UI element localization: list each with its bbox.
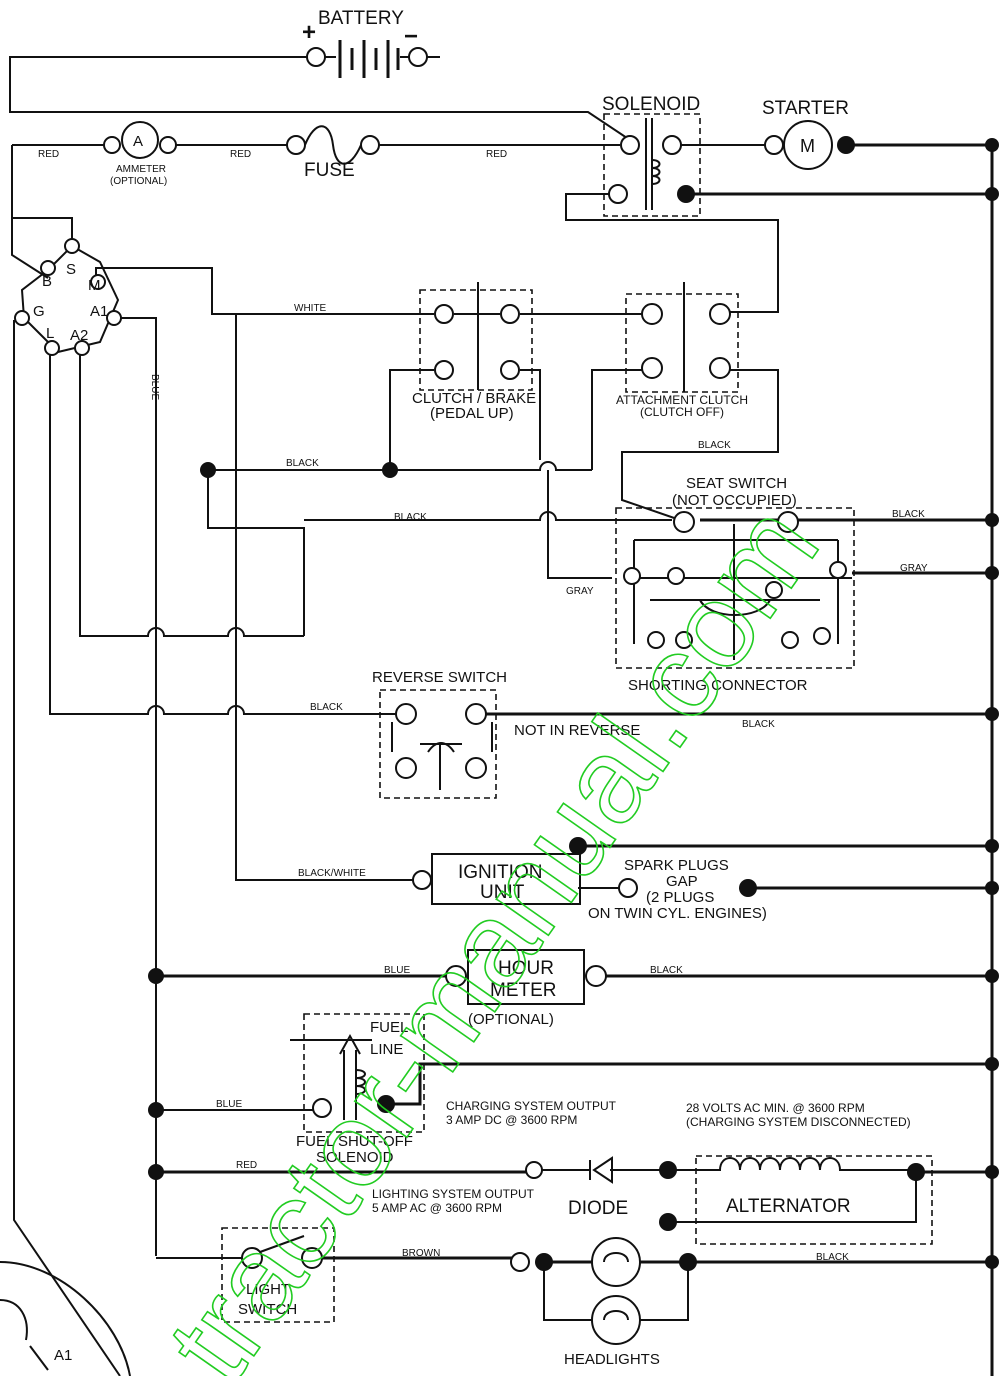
wire-label-gray-1: GRAY: [566, 586, 594, 597]
wire-label-white: WHITE: [294, 303, 327, 314]
key-terminal-g: G: [33, 303, 45, 320]
attachment-clutch-label: ATTACHMENT CLUTCH: [616, 393, 748, 407]
light-switch-label: LIGHT: [246, 1281, 290, 1298]
hour-meter: HOUR METER (OPTIONAL): [445, 949, 607, 1028]
fuel-line-label: LINE: [370, 1041, 403, 1058]
key-terminal-b: B: [42, 273, 52, 290]
light-switch-sub-label: SWITCH: [238, 1301, 297, 1318]
junction-dots: [148, 138, 999, 1269]
charging-system: CHARGING SYSTEM OUTPUT 3 AMP DC @ 3600 R…: [372, 1099, 933, 1245]
fuel-label: FUEL: [370, 1019, 408, 1036]
wire-label-brown: BROWN: [402, 1248, 440, 1259]
seat-switch: SEAT SWITCH (NOT OCCUPIED) SHORTING CONN…: [615, 475, 855, 694]
wire-label-red-4: RED: [236, 1160, 257, 1171]
watermark-text: tractor-manual.com: [142, 481, 845, 1376]
starter-solenoid: SOLENOID: [602, 94, 701, 217]
hour-meter-sub-label: METER: [490, 980, 557, 1001]
hour-meter-label: HOUR: [498, 958, 554, 979]
connector-a1-label: A1: [54, 1347, 72, 1364]
ammeter-symbol: A: [133, 133, 143, 150]
starter-motor: M STARTER: [762, 98, 855, 170]
battery-label: BATTERY: [318, 8, 404, 29]
battery: BATTERY + −: [302, 8, 428, 78]
volts-label: 28 VOLTS AC MIN. @ 3600 RPM: [686, 1101, 865, 1115]
wire-label-blue-vertical: BLUE: [149, 374, 160, 400]
light-switch: LIGHT SWITCH: [221, 1227, 335, 1323]
diode-label: DIODE: [568, 1198, 628, 1219]
fuel-shutoff-solenoid: FUEL LINE FUEL SHUT-OFF SOLENOID: [290, 1013, 425, 1166]
connector-a1: A1: [0, 1261, 131, 1376]
wire-label-black-2: BLACK: [698, 440, 731, 451]
charging-amps-label: 3 AMP DC @ 3600 RPM: [446, 1113, 577, 1127]
wire-label-black-1: BLACK: [286, 458, 319, 469]
attachment-clutch-switch: ATTACHMENT CLUTCH (CLUTCH OFF): [616, 282, 748, 419]
ammeter-label: AMMETER: [116, 164, 166, 175]
key-terminal-m: M: [88, 277, 101, 294]
spark-twin-label: ON TWIN CYL. ENGINES): [588, 905, 767, 922]
ignition-unit: IGNITION UNIT SPARK PLUGS GAP (2 PLUGS O…: [412, 837, 767, 922]
fuse: FUSE: [286, 125, 380, 181]
clutch-brake-label: CLUTCH / BRAKE: [412, 390, 536, 407]
headlights: HEADLIGHTS: [510, 1237, 697, 1368]
not-in-reverse-label: NOT IN REVERSE: [514, 722, 640, 739]
fuel-shutoff-label: FUEL SHUT-OFF: [296, 1133, 413, 1150]
volts-condition-label: (CHARGING SYSTEM DISCONNECTED): [686, 1115, 911, 1129]
wire-label-black-5: BLACK: [310, 702, 343, 713]
wire-label-black-white: BLACK/WHITE: [298, 868, 366, 879]
battery-plus-label: +: [302, 19, 316, 46]
shorting-connector-label: SHORTING CONNECTOR: [628, 677, 808, 694]
clutch-brake-switch: CLUTCH / BRAKE (PEDAL UP): [412, 282, 536, 422]
ignition-label: IGNITION: [458, 862, 542, 883]
ammeter-optional-label: (OPTIONAL): [110, 176, 167, 187]
wire-label-red-2: RED: [230, 149, 251, 160]
lighting-output-label: LIGHTING SYSTEM OUTPUT: [372, 1187, 535, 1201]
key-terminal-a1: A1: [90, 303, 108, 320]
wire-color-labels: RED RED RED WHITE BLUE BLACK BLACK BLACK…: [38, 149, 928, 1263]
alternator-label: ALTERNATOR: [726, 1196, 851, 1217]
wire-label-red-3: RED: [486, 149, 507, 160]
key-terminal-l: L: [46, 325, 54, 342]
starter-motor-symbol: M: [800, 136, 815, 156]
seat-switch-sub-label: (NOT OCCUPIED): [672, 492, 797, 509]
wire-label-black-3: BLACK: [394, 512, 427, 523]
key-switch: B S M G A1 L A2: [14, 238, 122, 356]
headlights-label: HEADLIGHTS: [564, 1351, 660, 1368]
ignition-unit-label: UNIT: [480, 882, 525, 903]
attachment-clutch-sub-label: (CLUTCH OFF): [640, 405, 724, 419]
key-terminal-a2: A2: [70, 327, 88, 344]
wire-label-red-1: RED: [38, 149, 59, 160]
wires: [9, 56, 994, 1376]
wire-label-black-4: BLACK: [892, 509, 925, 520]
wire-label-gray-2: GRAY: [900, 563, 928, 574]
fuel-solenoid-label: SOLENOID: [316, 1149, 394, 1166]
spark-count-label: (2 PLUGS: [646, 889, 714, 906]
clutch-brake-sub-label: (PEDAL UP): [430, 405, 514, 422]
spark-gap-label: GAP: [666, 873, 698, 890]
key-terminal-s: S: [66, 261, 76, 278]
hour-meter-optional-label: (OPTIONAL): [468, 1011, 554, 1028]
wire-label-black-7: BLACK: [650, 965, 683, 976]
wire-label-blue-2: BLUE: [216, 1099, 242, 1110]
seat-switch-label: SEAT SWITCH: [686, 475, 787, 492]
starter-label: STARTER: [762, 98, 849, 119]
lighting-amps-label: 5 AMP AC @ 3600 RPM: [372, 1201, 502, 1215]
solenoid-label: SOLENOID: [602, 94, 700, 115]
wire-label-blue-1: BLUE: [384, 965, 410, 976]
wire-label-black-6: BLACK: [742, 719, 775, 730]
battery-minus-label: −: [404, 23, 418, 50]
reverse-switch-label: REVERSE SWITCH: [372, 669, 507, 686]
wire-label-black-8: BLACK: [816, 1252, 849, 1263]
reverse-switch: REVERSE SWITCH NOT IN REVERSE: [372, 669, 640, 799]
charging-output-label: CHARGING SYSTEM OUTPUT: [446, 1099, 617, 1113]
fuse-label: FUSE: [304, 160, 355, 181]
spark-plugs-label: SPARK PLUGS: [624, 857, 729, 874]
ammeter: A AMMETER (OPTIONAL): [103, 121, 177, 187]
